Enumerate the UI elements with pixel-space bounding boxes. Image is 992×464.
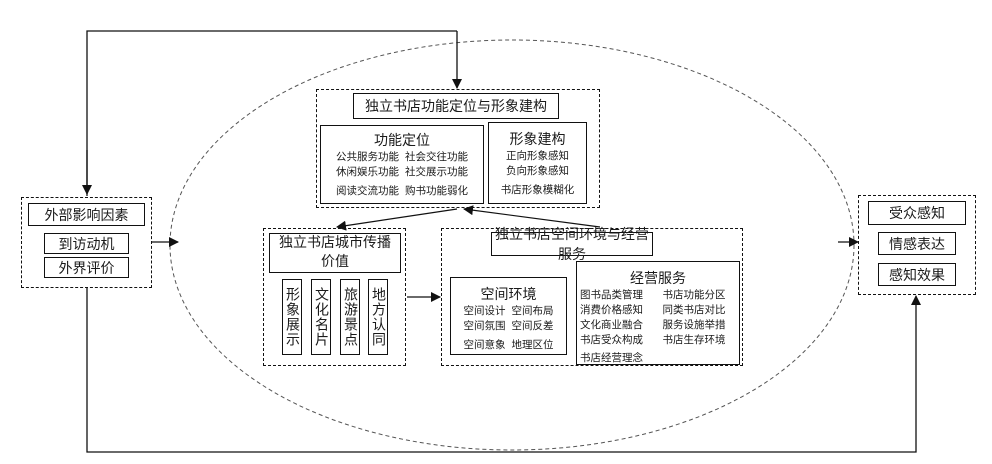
space-environment-title: 空间环境 [480,287,537,303]
perception-effect-item: 感知效果 [878,263,956,286]
audience-perception-group: 受众感知 情感表达 感知效果 [858,195,976,295]
city-value-item-identity: 地方认同 [368,279,388,355]
space-environment-list: 空间设计 空间布局 空间氛围 空间反差 空间意象 地理区位 [451,304,566,353]
image-item: 正向形象感知 [506,150,569,162]
space-item: 空间设计 [463,305,506,317]
feedback-loop-top [86,30,457,196]
service-item: 文化商业融合 [580,319,643,331]
service-item: 书店功能分区 [662,289,726,301]
image-item: 负向形象感知 [506,165,569,177]
service-item: 服务设施举措 [662,319,726,331]
function-item: 阅读交流功能 [336,185,399,197]
city-value-item-culture: 文化名片 [311,279,331,355]
function-image-title: 独立书店功能定位与形象建构 [353,93,559,119]
city-value-item-tourism: 旅游景点 [340,279,360,355]
external-factors-title: 外部影响因素 [28,203,145,226]
space-environment-box: 空间环境 空间设计 空间布局 空间氛围 空间反差 空间意象 地理区位 [450,277,567,355]
city-value-item-image: 形象展示 [282,279,302,355]
arrow-function-to-city [336,208,458,231]
function-positioning-title: 功能定位 [374,133,430,149]
arrow-space-to-function [463,205,601,228]
city-value-title: 独立书店城市传播价值 [269,233,401,273]
space-item: 空间氛围 [463,320,506,332]
space-service-group: 独立书店空间环境与经营服务 空间环境 空间设计 空间布局 空间氛围 空间反差 空… [441,227,743,366]
emotional-expression-item: 情感表达 [878,232,956,255]
image-construction-title: 形象建构 [509,132,566,148]
external-evaluation-item: 外界评价 [44,257,129,278]
service-item: 书店受众构成 [580,334,643,346]
function-image-group: 独立书店功能定位与形象建构 功能定位 公共服务功能 社会交往功能 休闲娱乐功能 … [316,89,600,208]
image-construction-box: 形象建构 正向形象感知 负向形象感知 书店形象模糊化 [488,122,587,204]
function-item: 休闲娱乐功能 [336,166,399,178]
business-service-box: 经营服务 图书品类管理 书店功能分区 消费价格感知 同类书店对比 文化商业融合 … [576,261,740,365]
business-service-title: 经营服务 [630,271,686,287]
service-item: 消费价格感知 [580,304,643,316]
function-item: 社会交往功能 [405,151,468,163]
function-item: 公共服务功能 [336,151,399,163]
function-positioning-list: 公共服务功能 社会交往功能 休闲娱乐功能 社交展示功能 阅读交流功能 购书功能弱… [321,150,483,199]
space-service-title: 独立书店空间环境与经营服务 [491,227,653,263]
image-item: 书店形象模糊化 [500,184,575,196]
function-positioning-box: 功能定位 公共服务功能 社会交往功能 休闲娱乐功能 社交展示功能 阅读交流功能 … [320,125,484,204]
external-factors-group: 外部影响因素 到访动机 外界评价 [21,197,152,288]
service-item: 图书品类管理 [580,289,643,301]
business-service-list: 图书品类管理 书店功能分区 消费价格感知 同类书店对比 文化商业融合 服务设施举… [577,288,739,366]
feedback-loop-bottom [86,288,921,453]
space-item: 空间反差 [511,320,554,332]
city-value-group: 独立书店城市传播价值 形象展示 文化名片 旅游景点 地方认同 [263,228,406,366]
function-item: 社交展示功能 [405,166,468,178]
visit-motivation-item: 到访动机 [44,233,129,254]
city-value-title-text: 独立书店城市传播价值 [279,235,391,270]
space-item: 地理区位 [511,339,554,351]
audience-perception-title: 受众感知 [868,201,966,225]
service-item: 书店经营理念 [580,352,643,364]
space-item: 空间布局 [511,305,554,317]
space-item: 空间意象 [463,339,506,351]
service-item: 书店生存环境 [662,334,726,346]
function-item: 购书功能弱化 [405,185,468,197]
service-item: 同类书店对比 [662,304,726,316]
